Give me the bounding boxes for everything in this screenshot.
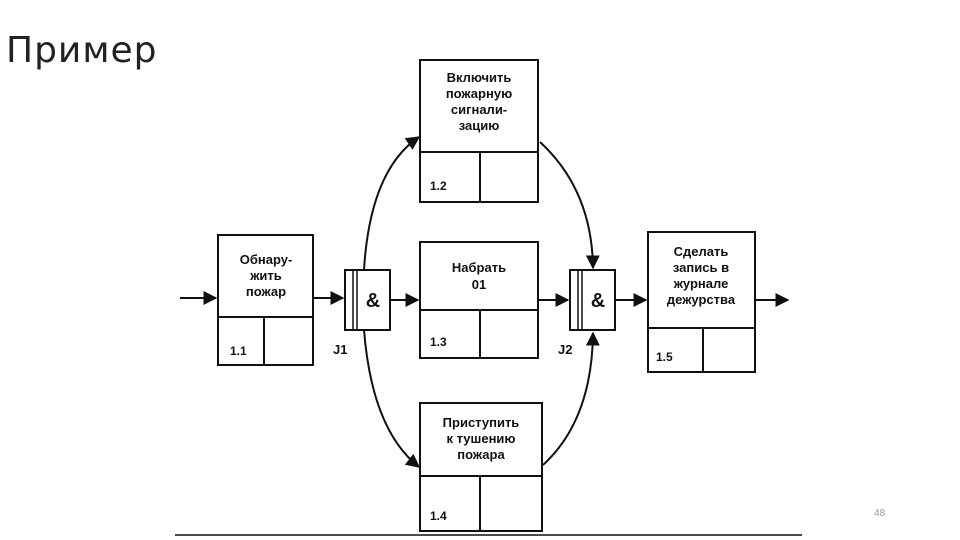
junction-j2: & J2	[558, 269, 616, 357]
box-label-line: пожара	[457, 447, 505, 462]
box-id: 1.2	[430, 179, 447, 193]
uob-box-enable-alarm: Включить пожарную сигнали- зацию 1.2	[419, 59, 539, 203]
junction-label: J1	[333, 342, 347, 357]
uob-box-detect-fire: Обнару- жить пожар 1.1	[217, 234, 314, 366]
box-id: 1.5	[656, 350, 673, 364]
arrow-1-4-to-j2	[542, 331, 600, 466]
junction-and-symbol: &	[591, 290, 605, 312]
box-label-line: Обнару-	[240, 252, 293, 267]
box-label-line: Включить	[447, 70, 512, 85]
box-label-line: дежурства	[667, 292, 736, 307]
box-label-line: 01	[472, 277, 486, 292]
uob-box-start-extinguishing: Приступить к тушению пожара 1.4	[419, 402, 543, 532]
box-label-line: запись в	[673, 260, 729, 275]
junction-j1: & J1	[333, 269, 391, 357]
arrow-1-2-to-j2	[539, 141, 600, 270]
uob-box-dial-01: Набрать 01 1.3	[419, 241, 539, 359]
box-label-line: пожарную	[446, 86, 512, 101]
box-label-line: сигнали-	[451, 102, 507, 117]
box-label-line: к тушению	[446, 431, 515, 446]
junction-and-symbol: &	[366, 290, 380, 312]
arrow-j1-to-1-4	[363, 329, 421, 468]
box-id: 1.3	[430, 335, 447, 349]
box-label-line: Сделать	[674, 244, 729, 259]
box-label-line: Приступить	[443, 415, 520, 430]
uob-box-log-entry: Сделать запись в журнале дежурства 1.5	[647, 231, 756, 373]
slide-title: Пример	[6, 30, 158, 71]
page-number: 48	[874, 508, 886, 519]
box-label-line: Набрать	[452, 260, 506, 275]
box-id: 1.4	[430, 509, 447, 523]
box-label-line: жить	[249, 268, 282, 283]
junction-label: J2	[558, 342, 572, 357]
box-label-line: журнале	[673, 276, 729, 291]
arrow-j1-to-1-2	[363, 136, 421, 271]
box-id: 1.1	[230, 344, 247, 358]
box-label-line: зацию	[459, 118, 500, 133]
box-label-line: пожар	[246, 284, 286, 299]
